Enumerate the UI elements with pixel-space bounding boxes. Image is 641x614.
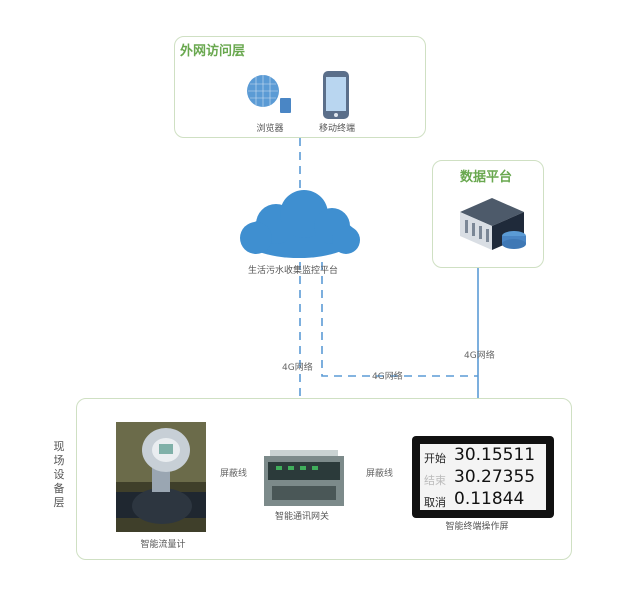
screen-value: 30.15511 [454, 445, 536, 465]
flowmeter-label: 智能流量计 [140, 540, 186, 550]
cloud-platform-label: 生活污水收集监控平台 [248, 266, 339, 276]
data-platform-title: 数据平台 [460, 170, 513, 185]
screen-key: 取消 [424, 496, 446, 509]
external-access-layer [174, 36, 426, 138]
mobile-phone-icon [323, 71, 349, 119]
flowmeter-photo [116, 422, 206, 532]
terminal-screen-display: 开始 30.15511 结束 30.27355 取消 0.11844 [420, 444, 546, 510]
network-label-right: 4G网络 [464, 351, 495, 361]
shield-wire-label-left: 屏蔽线 [220, 469, 248, 479]
screen-value: 0.11844 [454, 489, 525, 509]
browser-label: 浏览器 [256, 124, 284, 134]
mobile-label: 移动终端 [318, 124, 355, 134]
screen-key: 开始 [424, 452, 446, 465]
screen-row-start: 开始 30.15511 [420, 445, 546, 470]
gateway-label: 智能通讯网关 [274, 512, 329, 522]
screen-value: 30.27355 [454, 467, 536, 487]
shield-wire-label-right: 屏蔽线 [366, 469, 394, 479]
data-center-building-icon [460, 198, 526, 250]
terminal-screen: 开始 30.15511 结束 30.27355 取消 0.11844 [412, 436, 554, 518]
field-layer-title: 现场设备层 [53, 440, 65, 509]
gateway-device-icon [264, 450, 344, 506]
network-label-middle: 4G网络 [372, 372, 403, 382]
screen-row-end: 结束 30.27355 [420, 467, 546, 492]
external-layer-title: 外网访问层 [180, 44, 246, 59]
cloud-icon [240, 190, 360, 258]
browser-globe-icon [247, 75, 291, 113]
screen-key: 结束 [424, 474, 446, 487]
terminal-label: 智能终端操作屏 [445, 522, 509, 532]
network-label-left: 4G网络 [282, 363, 313, 373]
screen-row-cancel: 取消 0.11844 [420, 489, 546, 514]
